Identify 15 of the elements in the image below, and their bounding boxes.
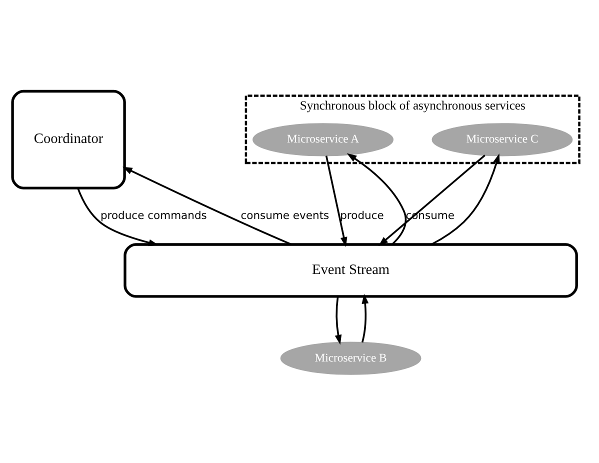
edge-label: produce bbox=[340, 209, 384, 222]
node-ellipse: Microservice B bbox=[280, 342, 422, 375]
node-ellipse: Microservice A bbox=[252, 123, 394, 156]
node-box: Coordinator bbox=[11, 90, 126, 190]
edge-label: consume events bbox=[240, 209, 330, 222]
arrow bbox=[361, 294, 369, 343]
arrow bbox=[378, 154, 486, 246]
arrow bbox=[334, 296, 342, 345]
node-box: Event Stream bbox=[124, 243, 578, 298]
edge-label: produce commands bbox=[100, 209, 207, 222]
node-ellipse: Microservice C bbox=[432, 123, 573, 156]
arrow bbox=[431, 153, 500, 246]
arrow bbox=[122, 166, 292, 246]
arrow bbox=[77, 188, 159, 246]
arrow bbox=[346, 153, 407, 246]
